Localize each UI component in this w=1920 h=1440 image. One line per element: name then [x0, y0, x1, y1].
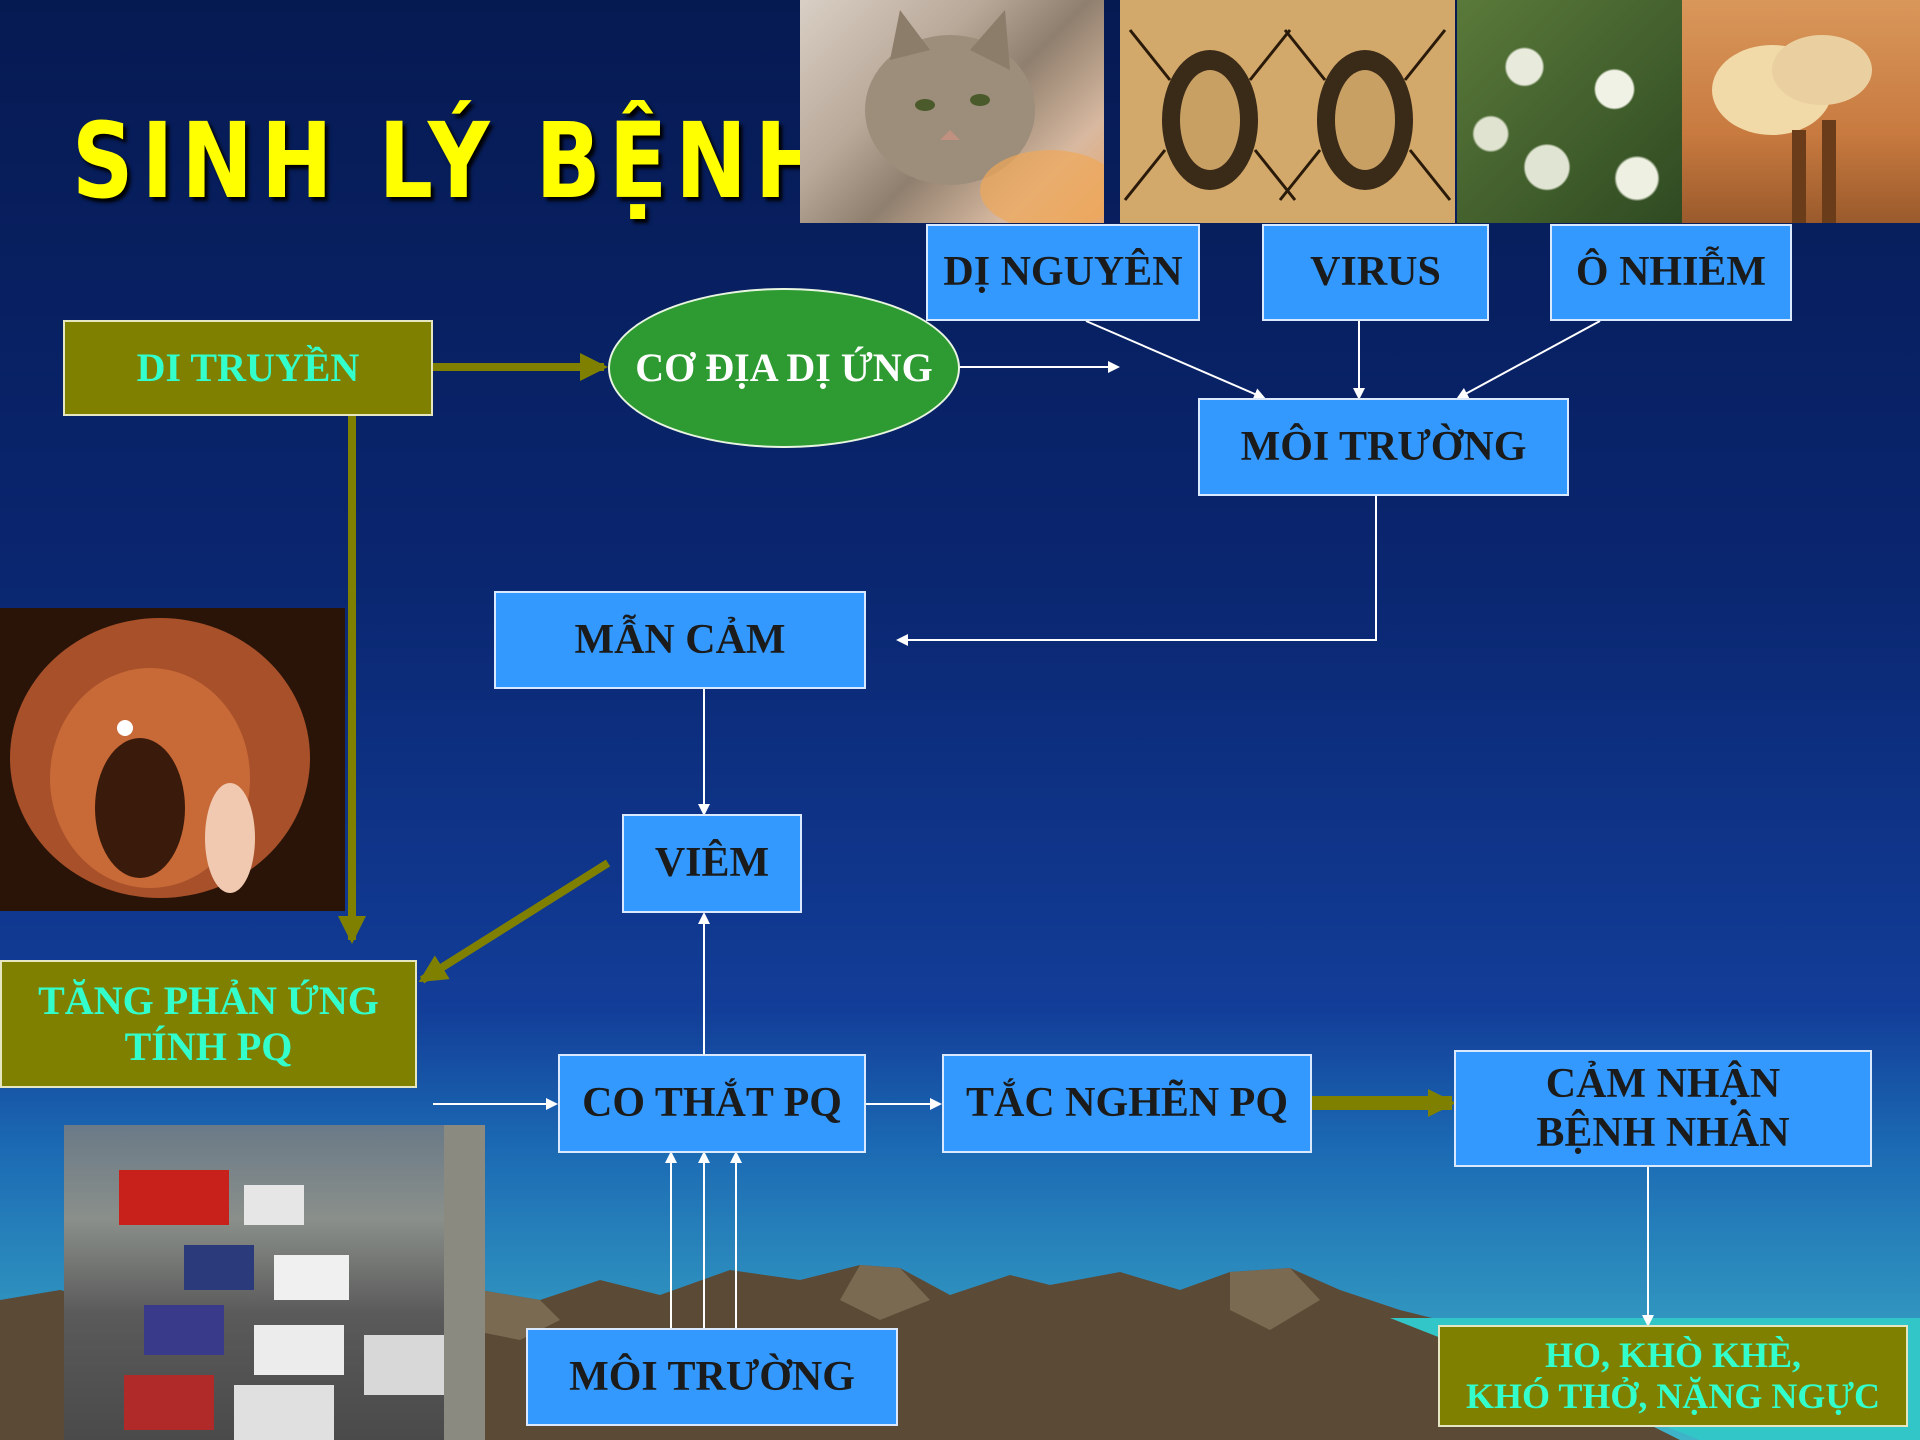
node-tang-phan-ung: TĂNG PHẢN ỨNG TÍNH PQ: [0, 960, 417, 1088]
node-moi-truong-bottom-label: MÔI TRƯỜNG: [569, 1353, 855, 1400]
node-trieu-chung: HO, KHÒ KHÈ, KHÓ THỞ, NẶNG NGỰC: [1438, 1325, 1908, 1427]
node-di-truyen-label: DI TRUYỀN: [136, 345, 360, 390]
node-moi-truong-top-label: MÔI TRƯỜNG: [1240, 423, 1527, 470]
node-o-nhiem: Ô NHIỄM: [1550, 224, 1792, 321]
node-di-truyen: DI TRUYỀN: [63, 320, 433, 416]
dust-mite-drawing: [1120, 0, 1455, 223]
node-co-dia-di-ung: CƠ ĐỊA DỊ ỨNG: [608, 288, 960, 448]
node-virus: VIRUS: [1262, 224, 1489, 321]
node-o-nhiem-label: Ô NHIỄM: [1575, 249, 1767, 296]
node-viem-label: VIÊM: [654, 840, 770, 887]
node-tang-phan-ung-line2: TÍNH PQ: [124, 1024, 293, 1069]
node-tang-phan-ung-line1: TĂNG PHẢN ỨNG: [38, 978, 379, 1023]
node-man-cam: MẪN CẢM: [494, 591, 866, 689]
node-co-that-pq-label: CO THẮT PQ: [582, 1080, 842, 1127]
node-moi-truong-top: MÔI TRƯỜNG: [1198, 398, 1569, 496]
node-trieu-chung-line1: HO, KHÒ KHÈ,: [1544, 1334, 1802, 1375]
node-co-dia-di-ung-label: CƠ ĐỊA DỊ ỨNG: [635, 345, 933, 390]
arrow-o-nhiem-to-moi-truong: [1456, 320, 1601, 399]
node-di-nguyen: DỊ NGUYÊN: [926, 224, 1200, 321]
arrow-di-nguyen-to-moi-truong: [1085, 320, 1266, 400]
node-cam-nhan-benh-nhan: CẢM NHẬN BỆNH NHÂN: [1454, 1050, 1872, 1167]
node-di-nguyen-label: DỊ NGUYÊN: [943, 249, 1183, 296]
node-co-that-pq: CO THẮT PQ: [558, 1054, 866, 1153]
node-trieu-chung-line2: KHÓ THỞ, NẶNG NGỰC: [1465, 1376, 1881, 1416]
node-moi-truong-bottom: MÔI TRƯỜNG: [526, 1328, 898, 1426]
factory-smoke-photo: [1682, 0, 1920, 223]
node-tac-nghen-pq-label: TẮC NGHẼN PQ: [965, 1080, 1288, 1127]
cat-photo: [800, 0, 1104, 223]
arrow-moi-truong-to-man-cam: [896, 496, 1377, 646]
node-man-cam-label: MẪN CẢM: [574, 616, 786, 663]
bronchoscopy-photo: [0, 608, 345, 911]
flowering-plant-photo: [1457, 0, 1682, 223]
traffic-photo: [64, 1125, 485, 1440]
node-viem: VIÊM: [622, 814, 802, 913]
node-virus-label: VIRUS: [1310, 249, 1441, 296]
node-cam-nhan-line1: CẢM NHẬN: [1545, 1061, 1781, 1108]
node-tac-nghen-pq: TẮC NGHẼN PQ: [942, 1054, 1312, 1153]
slide-title: SINH LÝ BỆNH: [72, 100, 835, 222]
arrow-viem-to-tang-phan-ung: [418, 859, 611, 984]
node-cam-nhan-line2: BỆNH NHÂN: [1536, 1109, 1790, 1156]
